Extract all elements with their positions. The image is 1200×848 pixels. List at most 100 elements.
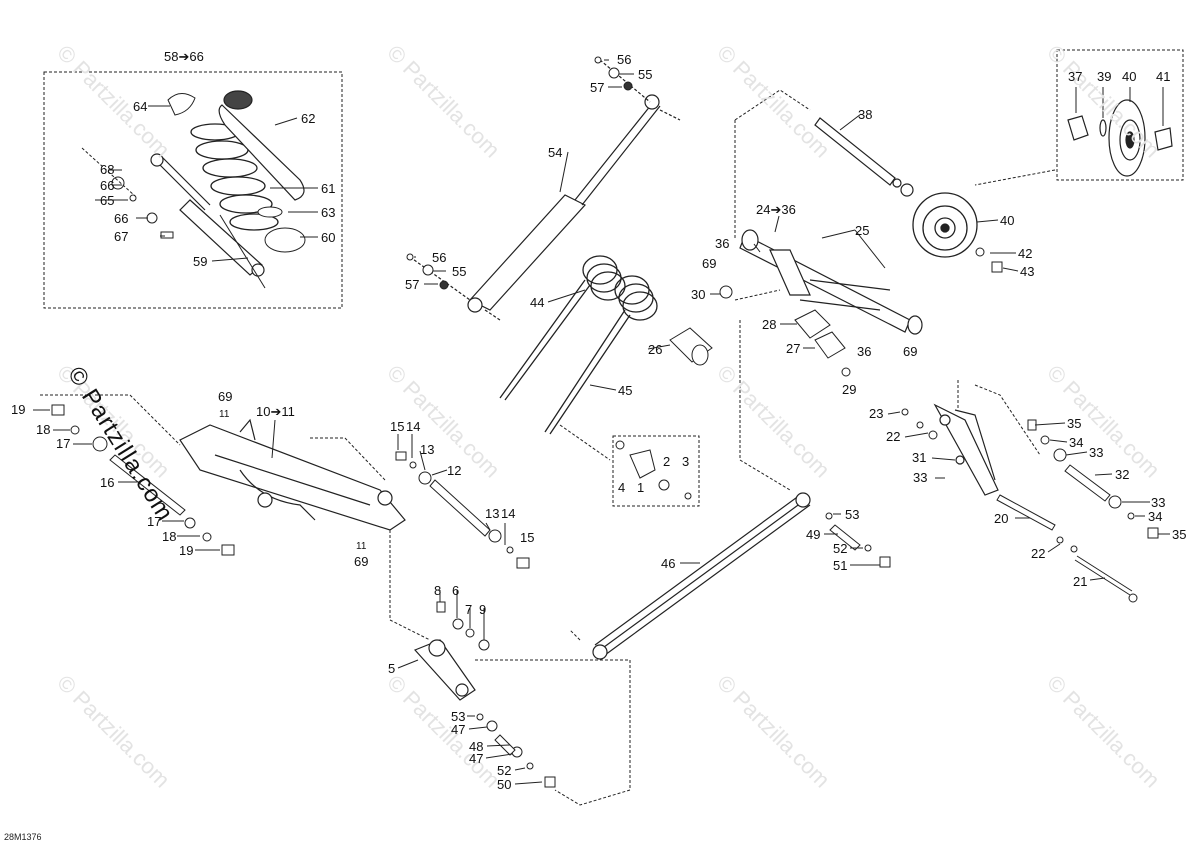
- axle-tube-16: [109, 454, 186, 516]
- callout: 69: [903, 344, 918, 359]
- callout: 60: [321, 230, 336, 245]
- callout: 38: [858, 107, 873, 122]
- callout: 66: [100, 178, 115, 193]
- callout: 44: [530, 295, 545, 310]
- callout: 32: [1115, 467, 1130, 482]
- callout: 15: [390, 419, 405, 434]
- callout: 52: [497, 763, 512, 778]
- callout: 52: [833, 541, 848, 556]
- callout: 53: [845, 507, 860, 522]
- callout: 26: [648, 342, 663, 357]
- callout: 57: [405, 277, 420, 292]
- callout: 22: [886, 429, 901, 444]
- callout: 40: [1000, 213, 1015, 228]
- callout: 62: [301, 111, 316, 126]
- shock-kit-box: [43, 71, 343, 309]
- callout: 53: [451, 709, 466, 724]
- front-shock: [409, 59, 681, 321]
- callout: 46: [661, 556, 676, 571]
- callout: 17: [147, 514, 162, 529]
- axle: [814, 117, 914, 197]
- callout: 28: [762, 317, 777, 332]
- idler-wheel: [912, 192, 978, 258]
- callout: 29: [842, 382, 857, 397]
- stopper-support: [814, 331, 846, 359]
- callout: 33: [1089, 445, 1104, 460]
- callout: 65: [100, 193, 115, 208]
- callout: 22: [1031, 546, 1046, 561]
- callout: 50: [497, 777, 512, 792]
- callout: 36: [857, 344, 872, 359]
- callout: 14: [501, 506, 516, 521]
- torsion-spring: [499, 255, 658, 435]
- callout: 20: [994, 511, 1009, 526]
- callout: 16: [100, 475, 115, 490]
- callout: 19: [11, 402, 26, 417]
- callout: 51: [833, 558, 848, 573]
- callout: 9: [479, 602, 487, 617]
- callout: 35: [1067, 416, 1082, 431]
- callout: 55: [452, 264, 467, 279]
- callout: 11: [356, 541, 367, 552]
- callout: 37: [1068, 69, 1083, 84]
- side-plate: [933, 403, 999, 496]
- callout: 55: [638, 67, 653, 82]
- front-arm: [179, 418, 406, 531]
- callout: 5: [388, 661, 396, 676]
- callout: 57: [590, 80, 605, 95]
- callout: 47: [451, 722, 466, 737]
- bolt-21: [1074, 555, 1133, 596]
- callout: 54: [548, 145, 563, 160]
- callout: 4: [618, 480, 626, 495]
- callout: 11: [219, 409, 230, 420]
- callout: 41: [1156, 69, 1171, 84]
- pointer-lines: [33, 59, 1170, 785]
- callout: 45: [618, 383, 633, 398]
- callout: 36: [715, 236, 730, 251]
- callout: 8: [434, 583, 442, 598]
- callout: 43: [1020, 264, 1035, 279]
- callout: 13: [420, 442, 435, 457]
- callout: 34: [1069, 435, 1084, 450]
- callout: 48: [469, 739, 484, 754]
- cross-bar: [592, 492, 811, 660]
- spring-retainer: [264, 227, 306, 253]
- callout: 24➔36: [756, 202, 796, 217]
- callout: 2: [663, 454, 671, 469]
- callout: 61: [321, 181, 336, 196]
- clip-kit-box: [612, 435, 700, 507]
- rear-arm: [739, 229, 923, 335]
- callout: 59: [193, 254, 208, 269]
- diagram-code: 28M1376: [4, 832, 42, 842]
- callout: 18: [162, 529, 177, 544]
- tube-32: [1064, 464, 1111, 502]
- callout: 69: [702, 256, 717, 271]
- callout: 58➔66: [164, 49, 204, 64]
- callout: 40: [1122, 69, 1137, 84]
- callout: 18: [36, 422, 51, 437]
- callout: 15: [520, 530, 535, 545]
- idler-wheel-kit: [1067, 99, 1173, 177]
- callout: 31: [912, 450, 927, 465]
- callout: 30: [691, 287, 706, 302]
- callout: 10➔11: [256, 404, 295, 419]
- callout: 7: [465, 602, 473, 617]
- callout: 47: [469, 751, 484, 766]
- callout: 34: [1148, 509, 1163, 524]
- callout: 69: [354, 554, 369, 569]
- callout: 64: [133, 99, 148, 114]
- callout: 19: [179, 543, 194, 558]
- callout: 21: [1073, 574, 1088, 589]
- callout: 14: [406, 419, 421, 434]
- callout: 49: [806, 527, 821, 542]
- idler-kit-box: [1056, 49, 1184, 181]
- stopper: [794, 309, 831, 339]
- shaft-20: [996, 494, 1056, 531]
- shock-boot: [218, 90, 305, 201]
- callout: 68: [100, 162, 115, 177]
- callout: 69: [218, 389, 233, 404]
- callout: 39: [1097, 69, 1112, 84]
- callout: 35: [1172, 527, 1187, 542]
